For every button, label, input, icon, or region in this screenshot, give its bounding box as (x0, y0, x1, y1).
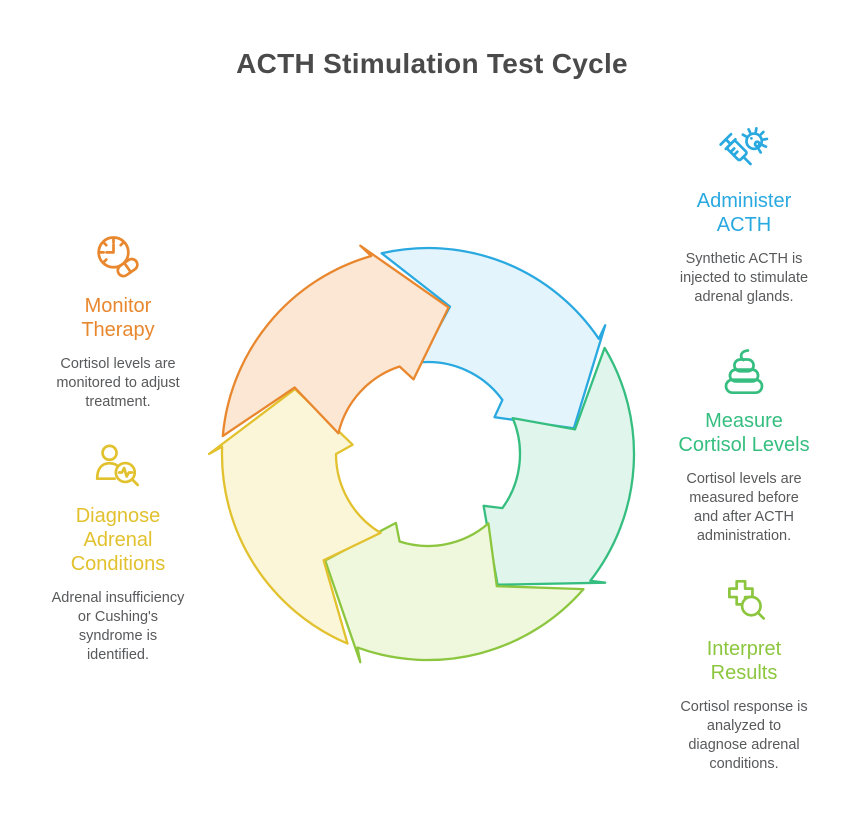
clock-pill-icon (91, 231, 145, 285)
cortisol-swirl-icon (717, 346, 771, 400)
cross-magnifier-icon (717, 574, 771, 628)
step-description: Cortisol response is analyzed to diagnos… (680, 699, 808, 772)
person-magnifier-icon (91, 441, 145, 495)
step-administer-acth: Administer ACTH Synthetic ACTH is inject… (664, 126, 824, 307)
step-monitor-therapy: Monitor Therapy Cortisol levels are moni… (38, 231, 198, 412)
cycle-arrow-measure-cortisol-levels (482, 346, 636, 586)
step-description: Adrenal insufficiency or Cushing's syndr… (51, 590, 185, 663)
cycle-arrow-administer-acth (380, 246, 607, 430)
step-label: Monitor Therapy (81, 295, 155, 341)
syringe-cell-icon (717, 126, 771, 180)
step-label: Administer ACTH (696, 190, 792, 236)
step-interpret-results: Interpret Results Cortisol response is a… (664, 574, 824, 774)
cycle-arrow-interpret-results (324, 521, 585, 664)
page-title: ACTH Stimulation Test Cycle (236, 48, 628, 79)
step-label: Diagnose Adrenal Conditions (70, 505, 166, 575)
step-diagnose-adrenal-conditions: Diagnose Adrenal Conditions Adrenal insu… (38, 441, 198, 665)
step-description: Cortisol levels are measured before and … (686, 471, 802, 544)
step-measure-cortisol-levels: Measure Cortisol Levels Cortisol levels … (664, 346, 824, 546)
step-label: Measure Cortisol Levels (678, 410, 810, 456)
step-description: Cortisol levels are monitored to adjust … (56, 356, 180, 410)
cycle-arrows-diagram (207, 244, 636, 664)
step-label: Interpret Results (706, 638, 782, 684)
cycle-arrow-diagnose-adrenal-conditions (207, 387, 382, 645)
step-description: Synthetic ACTH is injected to stimulate … (679, 251, 809, 305)
cycle-arrow-monitor-therapy (221, 244, 450, 438)
